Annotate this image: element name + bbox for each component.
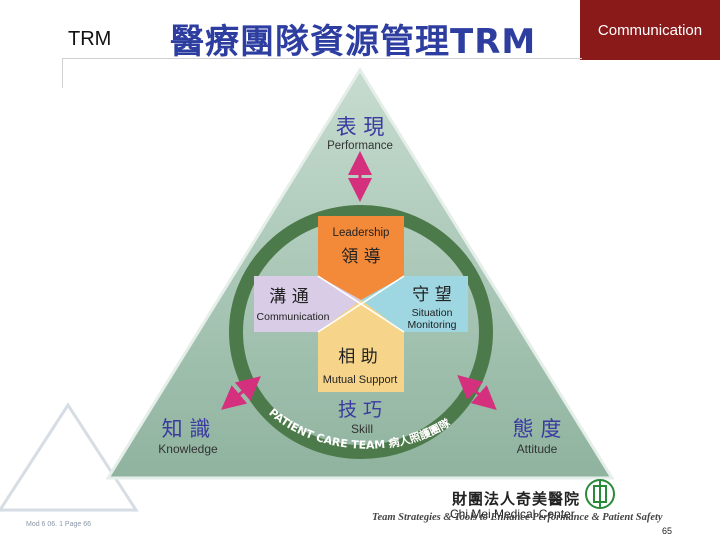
mutual-support-cn-label: 相 助 (338, 347, 377, 367)
monitoring-en-label-2: Monitoring (407, 319, 456, 331)
page-title: 醫療團隊資源管理TRM (170, 22, 537, 62)
attitude-cn-label: 態 度 (513, 417, 562, 441)
section-tab-communication[interactable]: Communication (580, 0, 720, 60)
communication-en-label: Communication (257, 311, 330, 323)
footer-tagline: Team Strategies & Tools to Enhance Perfo… (372, 512, 663, 523)
watermark-triangle (0, 402, 139, 512)
org-name-english: Chi Mei Medical Center (450, 507, 575, 521)
knowledge-en-label: Knowledge (158, 442, 218, 456)
header-trm-label: TRM (68, 28, 112, 50)
skill-en-label: Skill (351, 422, 373, 436)
arrow-right-reverse (457, 375, 491, 406)
monitoring-en-label-1: Situation (412, 307, 453, 319)
communication-cn-label: 溝 通 (269, 287, 308, 307)
monitoring-cn-label: 守 望 (412, 285, 451, 305)
leadership-en-label: Leadership (333, 227, 390, 239)
mutual-support-en-label: Mutual Support (323, 374, 398, 386)
footer-module-label: Mod 6 06. 1 Page 66 (26, 521, 91, 528)
patient-care-team-ring (229, 205, 493, 459)
performance-en-label: Performance (327, 140, 393, 152)
arrow-left-reverse (227, 376, 261, 406)
attitude-en-label: Attitude (517, 442, 558, 456)
performance-cn-label: 表 現 (336, 115, 385, 139)
org-name-chinese: 財團法人奇美醫院 (452, 490, 581, 508)
quadrant-monitoring (361, 276, 468, 332)
knowledge-cn-label: 知 識 (162, 417, 211, 441)
skill-cn-label: 技 巧 (338, 399, 382, 421)
leadership-cn-label: 領 導 (341, 247, 380, 267)
chi-mei-emblem-icon (585, 479, 615, 509)
header-divider (62, 58, 582, 59)
quadrant-mutual-support (318, 300, 404, 392)
header-divider-vertical (62, 58, 63, 88)
quadrant-communication (254, 276, 361, 332)
quadrant-leadership (318, 216, 404, 300)
page-number: 65 (662, 526, 673, 536)
